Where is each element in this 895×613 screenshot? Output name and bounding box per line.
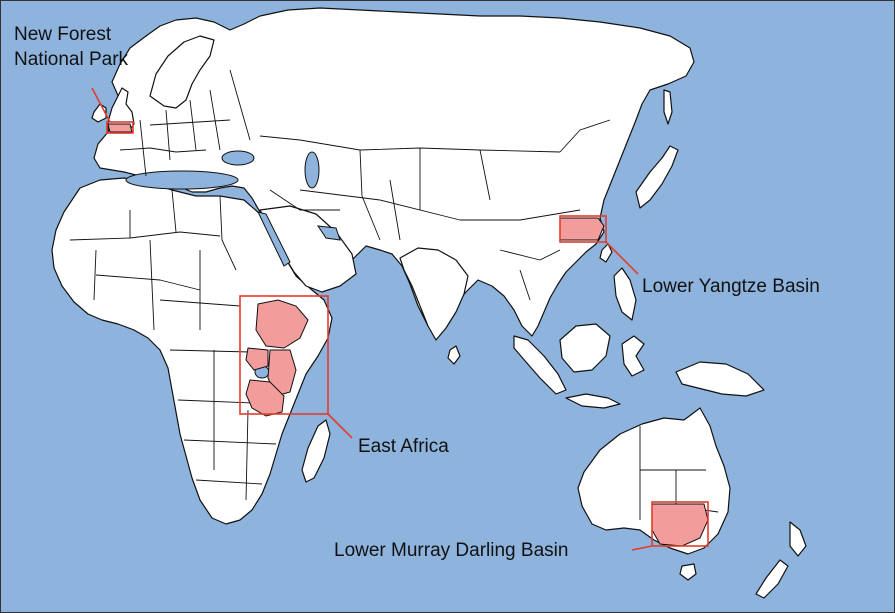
landmass-eurasia: [93, 7, 695, 337]
region-labels: New Forest National Park Lower Yangtze B…: [14, 24, 820, 561]
east-africa-uganda-highlight: [245, 347, 269, 371]
landmass-japan: [635, 145, 679, 209]
landmass-philippines: [613, 267, 637, 321]
lower-murray-darling-highlight: [651, 503, 709, 547]
persian-gulf: [316, 225, 341, 241]
lower-yangtze-leader: [605, 241, 639, 275]
landmass-taiwan: [599, 243, 613, 263]
landmass-sumatra: [513, 335, 567, 395]
east-africa-kenya-highlight: [267, 349, 297, 397]
new-forest-label-line-1: New Forest: [14, 24, 112, 45]
lower-yangtze-label: Lower Yangtze Basin: [642, 276, 820, 297]
new-forest-label-line-2: National Park: [14, 49, 129, 70]
new-forest-label: New Forest National Park: [14, 24, 129, 70]
landmass-sakhalin: [663, 89, 673, 125]
lower-yangtze-highlight: [559, 217, 605, 241]
red-sea: [257, 211, 291, 267]
landmass-new-zealand-south: [755, 559, 789, 599]
landmass-borneo: [559, 323, 611, 373]
east-africa-label: East Africa: [358, 436, 449, 457]
black-sea: [221, 150, 255, 166]
landmass-sri-lanka: [447, 345, 461, 365]
lower-murray-darling-box: [651, 501, 709, 547]
landmass-scandinavia: [149, 35, 215, 109]
lower-murray-darling-leader: [631, 545, 653, 551]
lower-murray-darling-label: Lower Murray Darling Basin: [334, 540, 568, 561]
country-borders: [69, 69, 719, 534]
landmass-tasmania: [679, 563, 697, 581]
lower-yangtze-box: [559, 215, 607, 243]
landmass-indian-subcontinent: [399, 247, 469, 341]
new-forest-box: [106, 121, 134, 134]
landmass-sulawesi: [621, 335, 645, 377]
east-africa-ethiopia-highlight: [255, 299, 309, 349]
east-africa-box: [239, 295, 329, 415]
new-forest-highlight: [107, 123, 133, 133]
region-markers: [91, 87, 709, 551]
landmass-new-guinea: [675, 361, 765, 397]
inland-waters: [125, 150, 341, 379]
new-forest-leader: [91, 87, 111, 123]
landmass-java: [565, 393, 621, 409]
east-africa-leader: [327, 413, 353, 439]
highlighted-regions: [107, 123, 709, 547]
caspian-sea: [304, 151, 320, 189]
landmass-madagascar: [301, 419, 331, 483]
landmass-new-zealand-north: [789, 521, 807, 557]
mediterranean-sea: [125, 170, 239, 190]
